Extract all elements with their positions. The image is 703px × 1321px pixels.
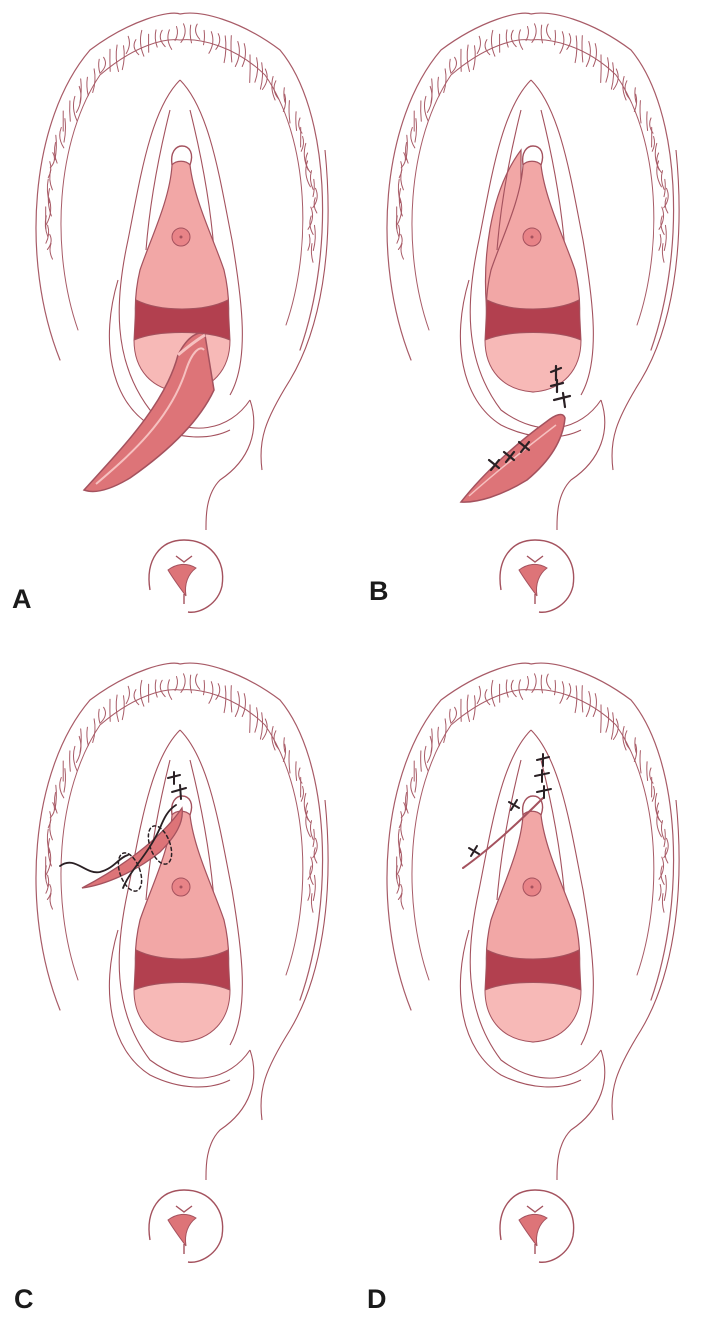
panel-label: B — [369, 578, 389, 605]
vulva-base — [36, 13, 328, 612]
panel-label: C — [14, 1286, 34, 1313]
panel-a: A — [0, 0, 351, 660]
panel-d: D — [351, 660, 702, 1320]
anus — [149, 540, 223, 612]
panel-label: D — [367, 1286, 387, 1313]
fourchette — [485, 333, 581, 393]
perineum-illustration — [351, 0, 702, 660]
fourchette — [485, 983, 581, 1043]
panel-b: B — [351, 0, 702, 660]
perineum-illustration — [351, 660, 702, 1320]
vulva-base — [36, 663, 328, 1262]
vulva-base — [387, 13, 679, 612]
anus — [500, 540, 574, 612]
perineum-illustration — [0, 0, 351, 660]
fourchette — [134, 983, 230, 1043]
panel-c: C — [0, 660, 351, 1320]
vulva-base — [387, 663, 679, 1262]
anus — [149, 1190, 223, 1262]
anus — [500, 1190, 574, 1262]
panel-label: A — [12, 586, 32, 613]
perineum-illustration — [0, 660, 351, 1320]
